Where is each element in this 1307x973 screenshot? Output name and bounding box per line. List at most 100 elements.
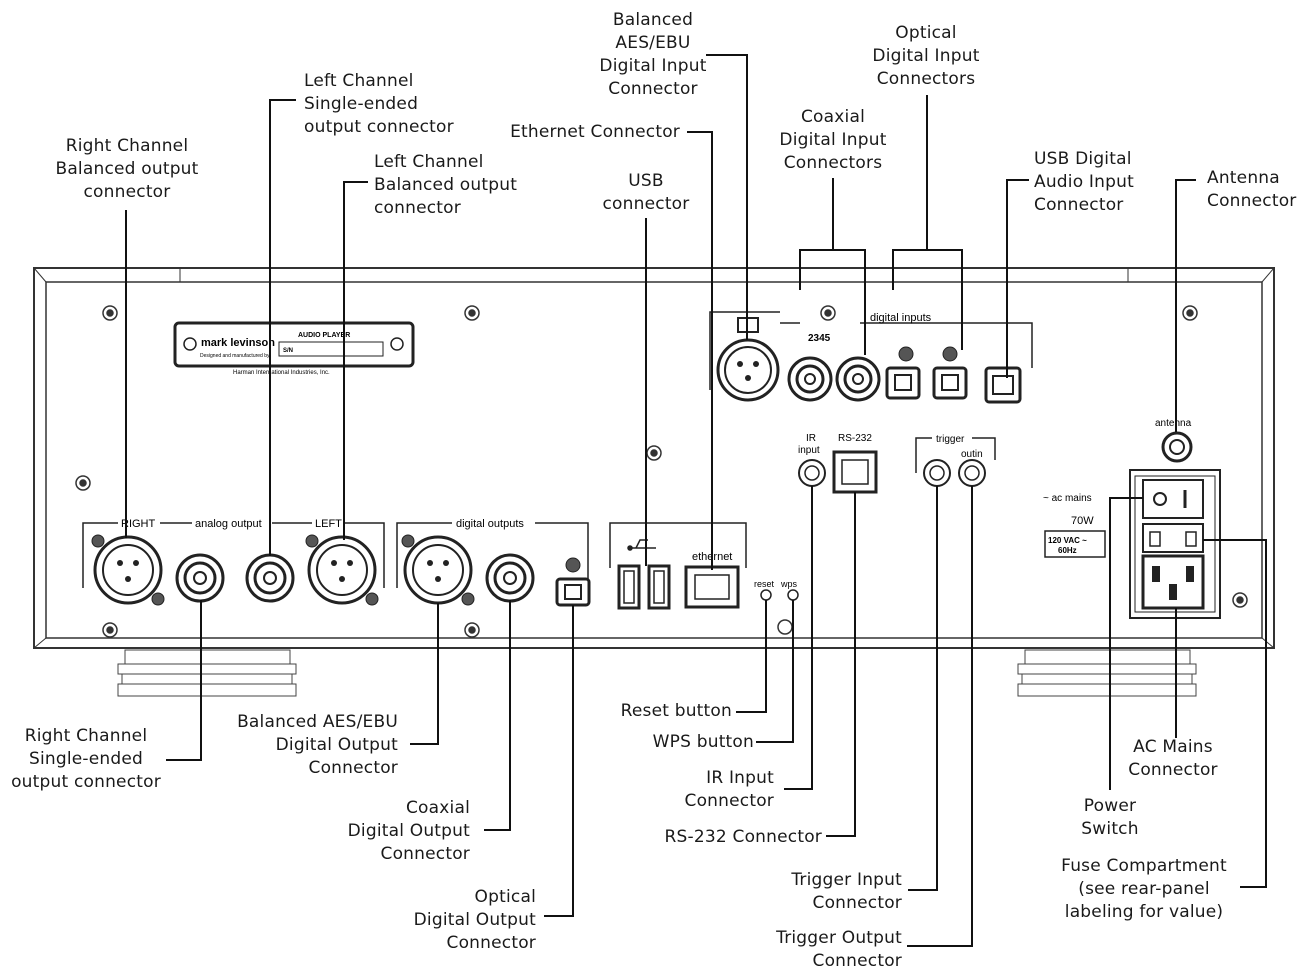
callout-line: Connector (1034, 195, 1124, 215)
xlr-aes-input[interactable] (716, 317, 780, 402)
optical-output[interactable] (555, 557, 591, 607)
power-label: 70W (1071, 515, 1094, 527)
callout-line: Audio Input (1034, 172, 1134, 192)
reset-label: reset (754, 579, 775, 589)
callout-line: Connector (812, 893, 902, 913)
callout-right-single-ended-output: Right Channel Single-ended output connec… (6, 725, 166, 794)
callout-line: AES/EBU (615, 33, 691, 53)
callout-line: Balanced (612, 10, 694, 30)
right-label: RIGHT (121, 518, 156, 530)
callout-coax-input: Coaxial Digital Input Connectors (768, 106, 898, 175)
screw-icon (102, 305, 118, 321)
digital-outputs-label: digital outputs (456, 518, 524, 530)
xlr-right-output[interactable] (91, 534, 165, 606)
trigger-output-jack[interactable] (958, 459, 986, 487)
callout-line: Fuse Compartment (1061, 856, 1227, 876)
wps-label: wps (780, 579, 798, 589)
callout-line: Optical (474, 887, 536, 907)
callout-line: Connectors (876, 69, 976, 89)
digital-inputs-label: digital inputs (870, 312, 932, 324)
callout-line: output connector (11, 772, 161, 792)
callout-line: Digital Input (872, 46, 980, 66)
callout-line: Digital Output (413, 910, 536, 930)
callout-trigger-input: Trigger Input Connector (756, 869, 902, 915)
right-foot (1017, 649, 1197, 697)
rca-coax-input-1[interactable] (787, 356, 833, 402)
xlr-aes-output[interactable] (401, 534, 475, 606)
brand-logo: mark levinson (201, 337, 275, 349)
callout-line: Balanced output (374, 175, 518, 195)
usb-port-2[interactable] (647, 564, 671, 610)
reset-button[interactable] (760, 589, 772, 601)
chassis (33, 267, 1275, 649)
trigger-label: trigger (936, 434, 965, 445)
ac-mains-inlet[interactable] (1141, 554, 1205, 610)
model-label: AUDIO PLAYER (298, 332, 350, 339)
callout-line: output connector (304, 117, 454, 137)
callout-line: USB Digital (1034, 149, 1132, 169)
usb-ethernet-group (609, 522, 747, 568)
callout-line: Left Channel (304, 71, 414, 91)
left-label: LEFT (315, 518, 342, 530)
callout-line: Coaxial (800, 107, 865, 127)
ir-input-jack[interactable] (798, 459, 826, 487)
callout-line: Right Channel (24, 726, 148, 746)
optical-input-1[interactable] (885, 346, 921, 400)
trigger-group (915, 437, 996, 473)
rca-left-output[interactable] (245, 553, 295, 603)
fuse-compartment[interactable] (1142, 523, 1204, 553)
analog-output-label: analog output (195, 518, 262, 530)
callout-line: Switch (1081, 819, 1139, 839)
callout-line: Trigger Input (791, 870, 902, 890)
rca-coax-input-2[interactable] (835, 356, 881, 402)
callout-fuse-compartment: Fuse Compartment (see rear-panel labelin… (1050, 855, 1238, 924)
callout-line: AC Mains (1133, 737, 1213, 757)
callout-line: Connector (308, 758, 398, 778)
screw-icon (777, 619, 793, 635)
digital-outputs-group (396, 522, 589, 588)
callout-aes-output: Balanced AES/EBU Digital Output Connecto… (210, 711, 398, 780)
callout-line: WPS button (652, 732, 754, 752)
callout-coax-output: Coaxial Digital Output Connector (330, 797, 470, 866)
callout-line: Connector (812, 951, 902, 971)
rca-right-output[interactable] (175, 553, 225, 603)
callout-line: Connector (1207, 191, 1297, 211)
leader-lines (125, 54, 1267, 947)
callout-line: Balanced output (55, 159, 199, 179)
trigger-input-jack[interactable] (923, 459, 951, 487)
screw-icon (464, 622, 480, 638)
callout-ac-mains: AC Mains Connector (1110, 736, 1236, 782)
callout-reset-button: Reset button (560, 700, 732, 723)
callout-line: IR Input (706, 768, 774, 788)
usb-b-input[interactable] (984, 366, 1022, 404)
callout-line: USB (628, 171, 664, 191)
antenna-label: antenna (1155, 418, 1192, 429)
callout-aes-input: Balanced AES/EBU Digital Input Connector (590, 9, 716, 101)
usb-port-1[interactable] (617, 564, 641, 610)
rs232-port[interactable] (832, 450, 878, 494)
wps-button[interactable] (787, 589, 799, 601)
left-foot (117, 649, 297, 697)
callout-line: Connectors (783, 153, 883, 173)
xlr-left-output[interactable] (305, 534, 379, 606)
callout-line: Right Channel (65, 136, 189, 156)
power-switch[interactable] (1142, 479, 1204, 519)
voltage-label-2: 60Hz (1058, 546, 1077, 555)
callout-left-balanced-output: Left Channel Balanced output connector (374, 151, 517, 220)
ir-label: IR (806, 433, 816, 444)
screw-icon (464, 305, 480, 321)
antenna-jack[interactable] (1161, 431, 1193, 463)
callout-line: Connector (1128, 760, 1218, 780)
ethernet-port[interactable] (684, 565, 740, 609)
callout-line: Connector (380, 844, 470, 864)
optical-input-2[interactable] (932, 346, 968, 400)
callout-trigger-output: Trigger Output Connector (746, 927, 902, 973)
callout-line: Single-ended (28, 749, 144, 769)
callout-ethernet: Ethernet Connector (480, 121, 680, 144)
digital-inputs-nums: 2345 (808, 333, 831, 344)
callout-optical-input: Optical Digital Input Connectors (858, 22, 994, 91)
rca-coax-output[interactable] (485, 553, 535, 603)
callout-line: labeling for value) (1064, 902, 1224, 922)
callout-line: Connector (446, 933, 536, 953)
